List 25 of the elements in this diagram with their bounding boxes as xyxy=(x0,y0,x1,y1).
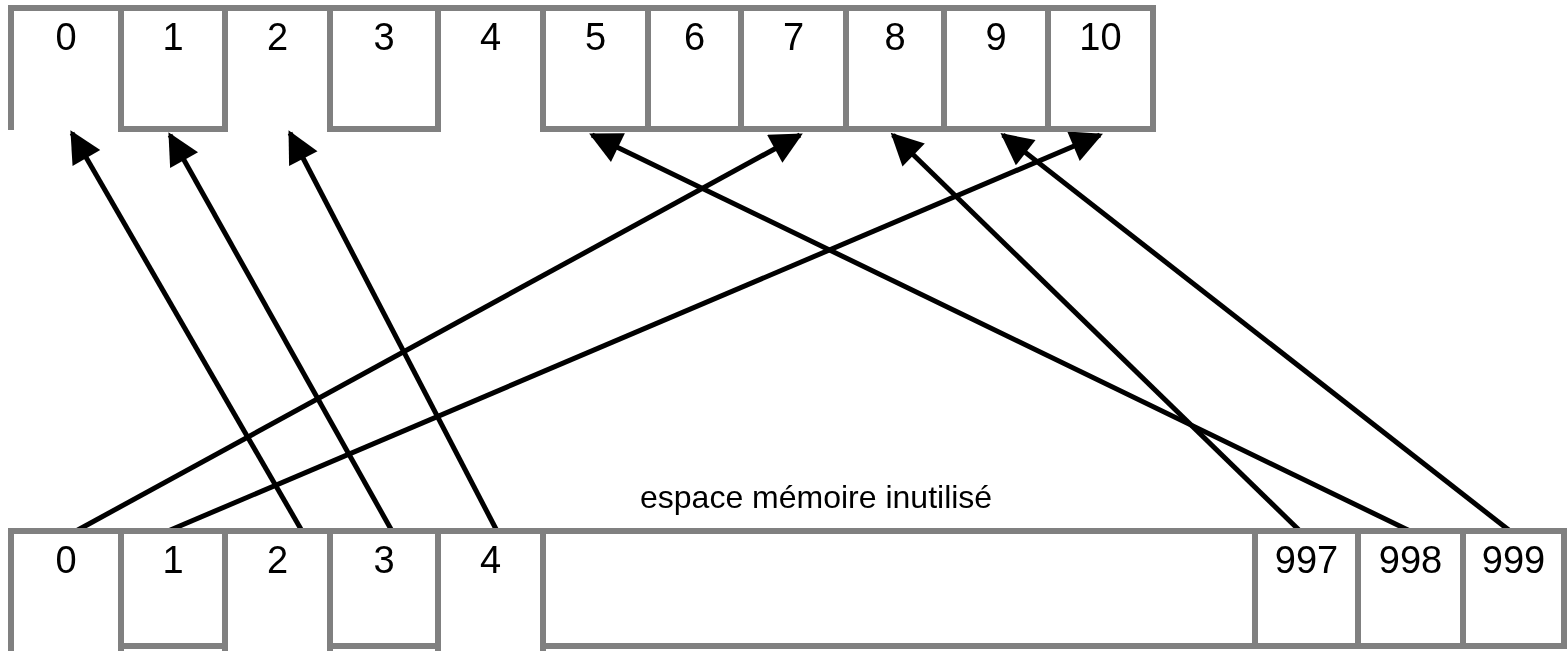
cell-index: 2 xyxy=(265,15,290,59)
cell-index: 9 xyxy=(984,15,1008,59)
cell-index: 1 xyxy=(161,15,185,59)
cell-index: 2 xyxy=(265,538,290,582)
cell-index: 1 xyxy=(161,538,185,582)
cell-index: 6 xyxy=(682,15,707,59)
cell-index: 4 xyxy=(478,538,503,582)
region-caption: espace mémoire inutilisé xyxy=(640,478,993,516)
cell-index: 3 xyxy=(372,15,396,59)
cell-index: 998 xyxy=(1377,538,1444,582)
cell-index: 0 xyxy=(54,15,78,59)
memory-cell xyxy=(222,528,333,651)
cell-index: 10 xyxy=(1078,15,1123,59)
cell-index: 3 xyxy=(372,538,396,582)
cell-index: 8 xyxy=(883,15,907,59)
memory-cell xyxy=(435,528,546,651)
memory-cell xyxy=(8,528,124,651)
cell-index: 7 xyxy=(781,15,806,59)
cell-index: 997 xyxy=(1273,538,1340,582)
cell-index: 0 xyxy=(54,538,78,582)
memory-cell xyxy=(118,5,228,132)
cell-index: 999 xyxy=(1480,538,1547,582)
cell-index: 4 xyxy=(478,15,503,59)
memory-cell xyxy=(327,5,441,132)
cell-index: 5 xyxy=(583,15,608,59)
